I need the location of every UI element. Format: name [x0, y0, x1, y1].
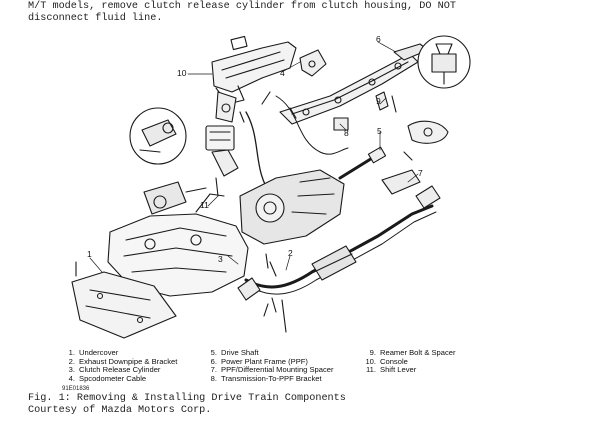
- drive-shaft-part: [338, 146, 387, 180]
- legend-item: 5.Drive Shaft: [210, 348, 259, 357]
- callout-10: 10: [177, 68, 187, 78]
- legend-item: 8.Transmission-To-PPF Bracket: [210, 373, 322, 383]
- legend-item: 6.Power Plant Frame (PPF): [210, 356, 308, 366]
- transmission-part: [239, 169, 345, 245]
- differential-spacer-part: [381, 151, 421, 195]
- callout-2: 2: [288, 248, 293, 258]
- drawing-code: 91E01836: [62, 386, 90, 392]
- inset-detail-right: [417, 35, 471, 89]
- callout-9: 9: [376, 96, 381, 106]
- callout-11: 11: [200, 200, 209, 210]
- callout-6: 6: [376, 34, 381, 44]
- leader-lines: [89, 41, 419, 273]
- callout-5: 5: [377, 126, 382, 136]
- figure-caption: Fig. 1: Removing & Installing Drive Trai…: [28, 393, 588, 416]
- callout-1: 1: [87, 249, 92, 259]
- legend-item: 9.Reamer Bolt & Spacer: [369, 348, 456, 357]
- legend-column-3: 9.Reamer Bolt & Spacer 10.Console 11.Shi…: [365, 348, 456, 375]
- legend-item: 3.Clutch Release Cylinder: [68, 365, 161, 375]
- instruction-text: M/T models, remove clutch release cylind…: [28, 1, 456, 24]
- callout-8: 8: [344, 128, 349, 138]
- legend-item: 1.Undercover: [68, 348, 119, 357]
- caption-credit: Courtesy of Mazda Motors Corp.: [28, 404, 212, 416]
- legend-item: 10.Console: [365, 356, 408, 366]
- legend-column-2: 5.Drive Shaft 6.Power Plant Frame (PPF) …: [206, 348, 334, 383]
- engine-block-part: [107, 193, 249, 297]
- rear-mount-part: [407, 120, 449, 144]
- power-plant-frame-part: [279, 43, 429, 125]
- undercover-part: [71, 261, 177, 339]
- callout-7: 7: [418, 168, 423, 178]
- bolt-hardware: [239, 91, 297, 333]
- reamer-bolt-spacer-part: [333, 91, 397, 131]
- callout-3: 3: [218, 254, 223, 264]
- legend-item: 11.Shift Lever: [366, 365, 417, 375]
- caption-title: Fig. 1: Removing & Installing Drive Trai…: [28, 393, 346, 404]
- legend-item: 4.Spcodometer Cable: [68, 373, 147, 383]
- callout-4: 4: [280, 68, 285, 78]
- legend-column-1: 1.Undercover 2.Exhaust Downpipe & Bracke…: [64, 348, 178, 383]
- inset-detail-left: [129, 107, 187, 165]
- clutch-release-cylinder-part: [143, 181, 207, 215]
- legend-item: 7.PPF/Differential Mounting Spacer: [210, 365, 334, 375]
- exhaust-downpipe-part: [237, 185, 441, 301]
- bracket-part: [299, 49, 327, 77]
- legend-item: 2.Exhaust Downpipe & Bracket: [68, 356, 178, 366]
- shift-lever-part: [205, 91, 239, 197]
